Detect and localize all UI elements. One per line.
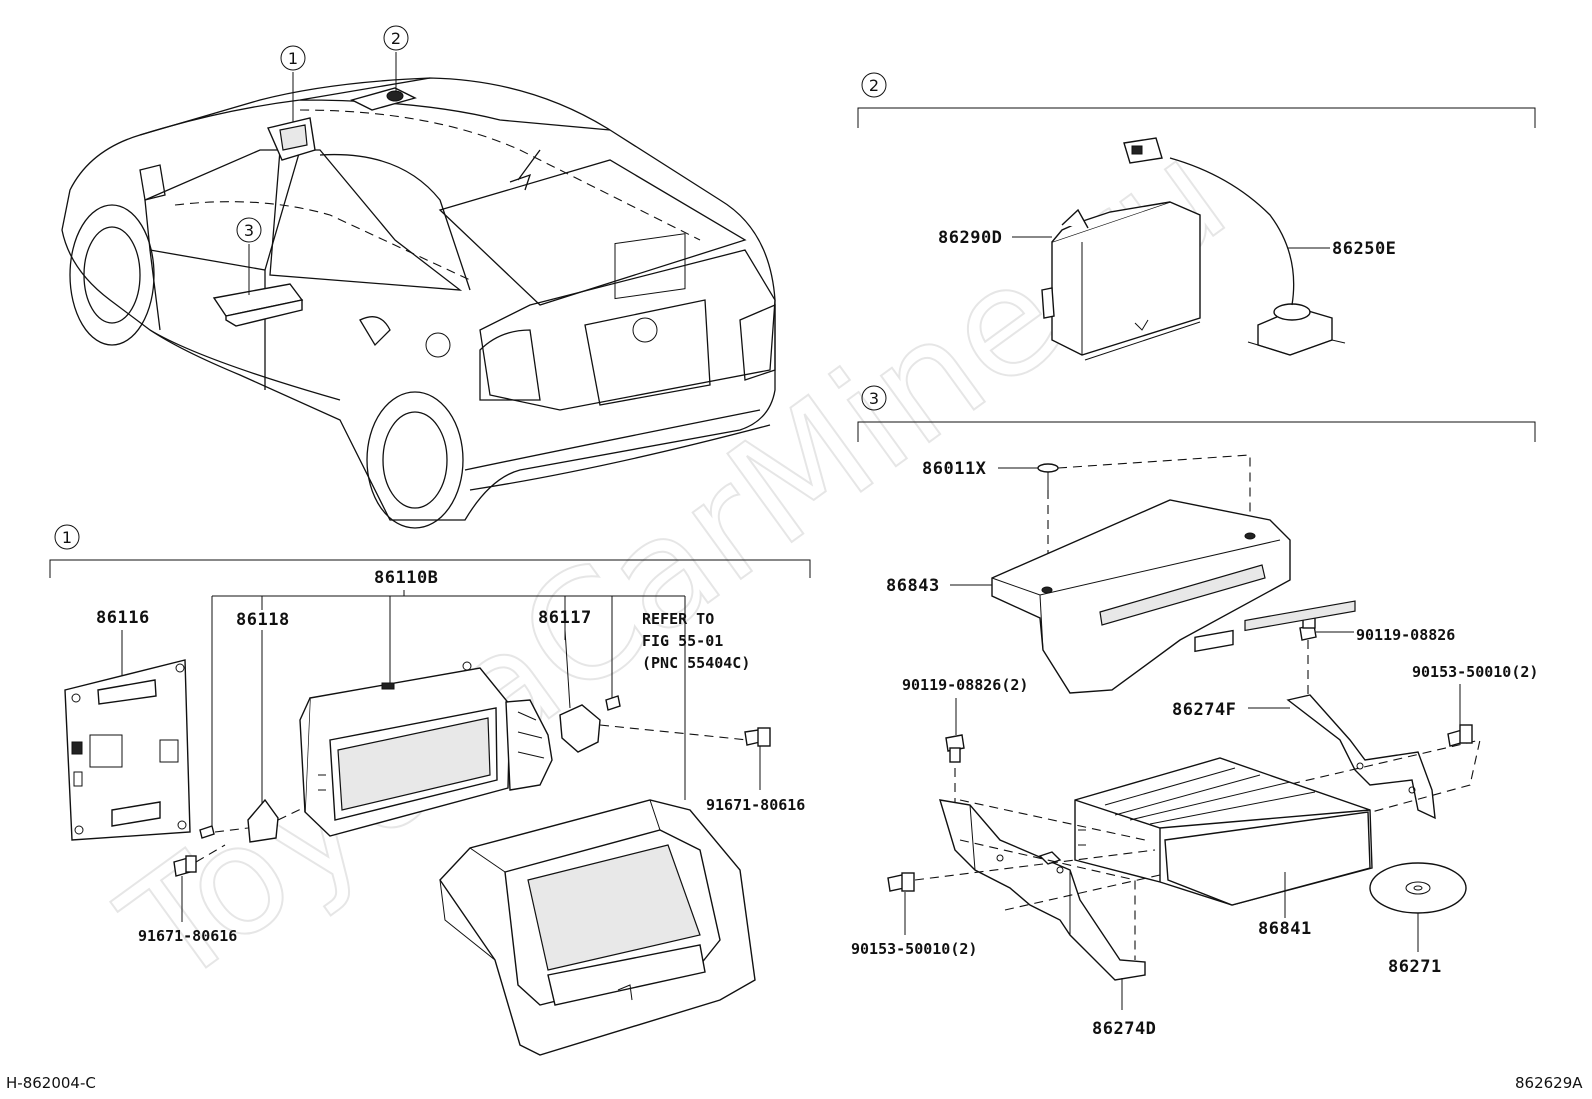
callout-1: 1 — [288, 49, 298, 68]
label-86118: 86118 — [236, 610, 290, 630]
bracket-86118 — [247, 798, 279, 843]
bracket-86274D — [939, 799, 1146, 981]
section-2-marker: 2 — [869, 76, 879, 95]
section-1-marker: 1 — [62, 528, 72, 547]
label-90153-50010-2-right: 90153-50010(2) — [1412, 663, 1538, 681]
footer-right-code: 862629A — [1515, 1074, 1583, 1092]
label-91671-left: 91671-80616 — [138, 927, 237, 945]
label-90119-08826: 90119-08826 — [1356, 626, 1455, 644]
bracket-86117 — [559, 704, 601, 753]
disc-86271 — [1369, 862, 1467, 914]
label-86271: 86271 — [1388, 957, 1442, 977]
label-86841: 86841 — [1258, 919, 1312, 939]
section-3: 3 86011X 86843 90119-08826 90119-08826(2… — [851, 385, 1538, 1039]
label-86274D: 86274D — [1092, 1019, 1156, 1039]
label-90119-08826-2: 90119-08826(2) — [902, 676, 1028, 694]
label-86117: 86117 — [538, 608, 592, 628]
bracket-86274F — [1286, 694, 1436, 820]
label-91671-right: 91671-80616 — [706, 796, 805, 814]
refer-line1: REFER TO — [642, 610, 714, 628]
label-86274F: 86274F — [1172, 700, 1236, 720]
label-86110B: 86110B — [374, 568, 438, 588]
label-90153-50010-2-left: 90153-50010(2) — [851, 940, 977, 958]
circuit-board-86116 — [64, 659, 191, 841]
vehicle-drawing — [61, 77, 776, 529]
label-86116: 86116 — [96, 608, 150, 628]
label-86843: 86843 — [886, 576, 940, 596]
footer-left-code: H-862004-C — [6, 1074, 96, 1092]
refer-line2: FIG 55-01 — [642, 632, 723, 650]
label-86250E: 86250E — [1332, 239, 1396, 259]
section-2: 2 86290D 86250E — [857, 72, 1536, 361]
refer-line3: (PNC 55404C) — [642, 654, 750, 672]
callout-2: 2 — [391, 29, 401, 48]
section-3-marker: 3 — [869, 389, 879, 408]
callout-3: 3 — [244, 221, 254, 240]
label-86011X: 86011X — [922, 459, 987, 479]
cover-86843 — [991, 499, 1291, 694]
label-86290D: 86290D — [938, 228, 1002, 248]
section-1: 1 86110B 86116 86118 86117 REFER TO FIG … — [49, 524, 811, 1056]
